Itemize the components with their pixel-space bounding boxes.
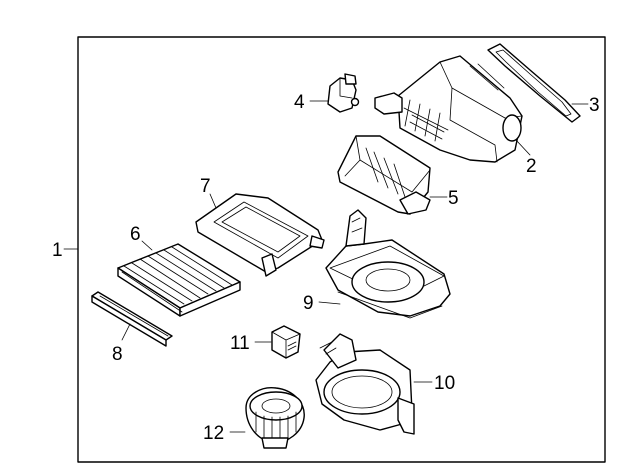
callout-10: 10 bbox=[434, 373, 455, 394]
callout-2: 2 bbox=[526, 156, 537, 177]
callout-leaders bbox=[63, 100, 589, 433]
callout-12: 12 bbox=[203, 423, 224, 444]
part-10-lower-case bbox=[315, 333, 415, 435]
callout-5: 5 bbox=[448, 188, 459, 209]
callout-8: 8 bbox=[112, 344, 123, 365]
callout-1: 1 bbox=[52, 240, 63, 261]
part-4-actuator bbox=[327, 73, 360, 113]
callout-6: 6 bbox=[130, 224, 141, 245]
callout-9: 9 bbox=[303, 293, 314, 314]
part-5-door-assembly bbox=[337, 135, 431, 215]
callout-11: 11 bbox=[230, 333, 250, 354]
part-2-inlet-housing bbox=[374, 55, 523, 163]
part-6-cabin-filter bbox=[117, 243, 241, 317]
part-9-upper-case bbox=[325, 209, 451, 319]
part-3-seal-gasket bbox=[487, 43, 581, 123]
part-12-blower-motor bbox=[245, 387, 305, 449]
assembly-frame bbox=[77, 36, 606, 463]
part-11-resistor bbox=[271, 325, 301, 359]
part-7-filter-frame bbox=[195, 193, 325, 277]
callout-3: 3 bbox=[589, 95, 600, 116]
part-8-filter-cover bbox=[91, 291, 173, 347]
callout-4: 4 bbox=[294, 92, 305, 113]
callout-7: 7 bbox=[200, 176, 211, 197]
